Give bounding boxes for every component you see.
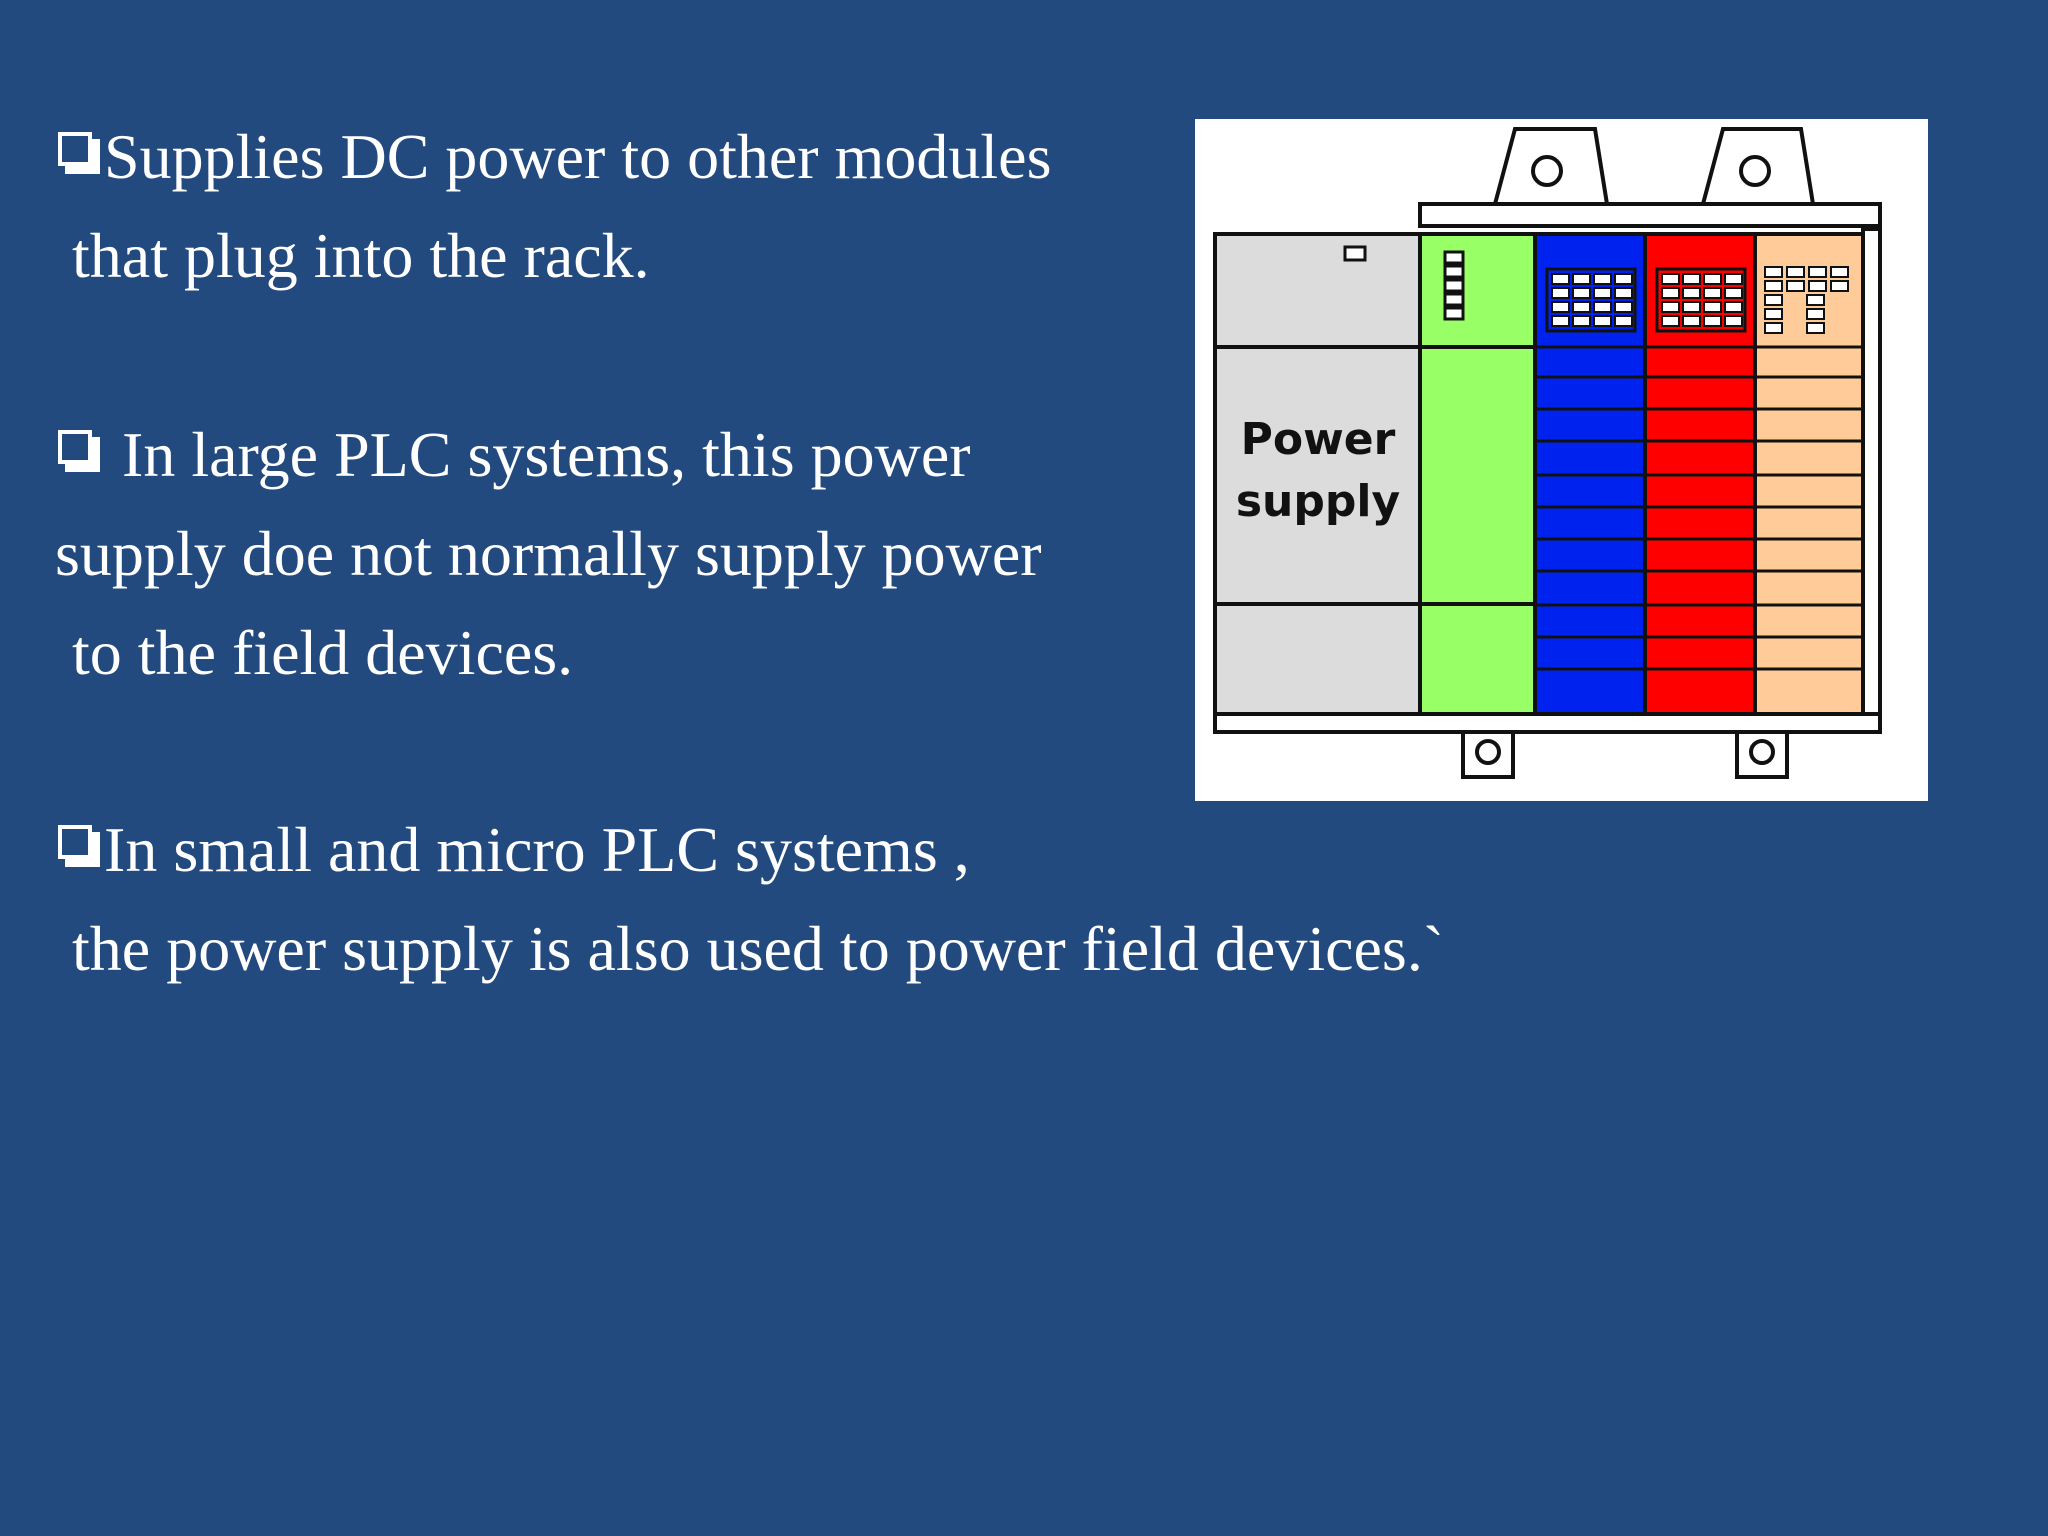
led-grid [1764, 266, 1849, 334]
bullet-3-line-2: the power supply is also used to power f… [72, 913, 1445, 984]
bullet-3-line-1: In small and micro PLC systems , [58, 800, 1444, 899]
led-indicator [1703, 273, 1722, 285]
led-indicator [1764, 266, 1783, 278]
led-indicator [1764, 322, 1783, 334]
led-indicator [1682, 301, 1701, 313]
led-indicator [1593, 315, 1612, 327]
bullet-1-line-1: Supplies DC power to other modules [58, 107, 1051, 206]
rack-bottom-rail [1213, 712, 1882, 734]
led-indicator [1661, 315, 1680, 327]
led-indicator [1551, 301, 1570, 313]
led-indicator [1682, 287, 1701, 299]
led-indicator [1764, 280, 1783, 292]
led-indicator [1682, 273, 1701, 285]
plc-rack-svg: Power supply [1213, 127, 1882, 779]
plc-rack-illustration: Power supply [1195, 119, 1928, 801]
rack-end-cap [1861, 227, 1882, 716]
led-indicator [1572, 273, 1591, 285]
led-indicator [1551, 287, 1570, 299]
led-indicator [1572, 315, 1591, 327]
led-indicator [1661, 273, 1680, 285]
led-indicator [1786, 266, 1805, 278]
led-indicator [1661, 287, 1680, 299]
led-indicator [1614, 301, 1633, 313]
led-indicator [1551, 315, 1570, 327]
bullet-2-line-1: In large PLC systems, this power [58, 405, 1042, 504]
led-indicator [1786, 280, 1805, 292]
bullet-point-2: In large PLC systems, this power supply … [55, 405, 1042, 702]
led-indicator [1830, 280, 1849, 292]
led-indicator [1551, 273, 1570, 285]
led-indicator [1806, 294, 1825, 306]
rack-top-rail [1418, 202, 1882, 228]
bullet-2-line-2: supply doe not normally supply power [55, 518, 1042, 589]
mounting-tab-icon [1461, 730, 1789, 779]
power-supply-label-1: Power [1241, 414, 1396, 465]
led-indicator [1764, 294, 1783, 306]
led-indicator [1572, 287, 1591, 299]
led-grid [1661, 273, 1743, 327]
power-supply-module [1213, 232, 1422, 716]
led-indicator [1682, 315, 1701, 327]
led-indicator [1724, 301, 1743, 313]
led-indicator [1764, 308, 1783, 320]
cpu-module [1418, 232, 1537, 716]
led-indicator [1614, 287, 1633, 299]
led-indicator [1572, 301, 1591, 313]
checkbox-bullet-icon [58, 132, 100, 174]
led-indicator [1593, 287, 1612, 299]
led-indicator [1830, 266, 1849, 278]
bullet-2-line-3: to the field devices. [72, 617, 574, 688]
led-indicator [1724, 273, 1743, 285]
led-indicator [1806, 308, 1825, 320]
led-indicator [1661, 301, 1680, 313]
led-indicator [1808, 280, 1827, 292]
bullet-point-3: In small and micro PLC systems , the pow… [58, 800, 1444, 998]
terminal-lines [1535, 345, 1863, 671]
led-indicator [1806, 322, 1825, 334]
led-indicator [1614, 273, 1633, 285]
checkbox-bullet-icon [58, 825, 100, 867]
mounting-tab-icon [1492, 127, 1816, 206]
led-grid [1551, 273, 1633, 327]
power-supply-label-2: supply [1236, 476, 1400, 527]
led-indicator [1703, 287, 1722, 299]
led-indicator [1808, 266, 1827, 278]
bullet-point-1: Supplies DC power to other modules that … [58, 107, 1051, 305]
led-indicator [1614, 315, 1633, 327]
led-indicator [1703, 301, 1722, 313]
checkbox-bullet-icon [58, 430, 100, 472]
led-indicator [1703, 315, 1722, 327]
led-indicator [1593, 273, 1612, 285]
bullet-1-line-2: that plug into the rack. [72, 220, 650, 291]
led-indicator [1593, 301, 1612, 313]
led-indicator [1724, 315, 1743, 327]
led-indicator [1724, 287, 1743, 299]
